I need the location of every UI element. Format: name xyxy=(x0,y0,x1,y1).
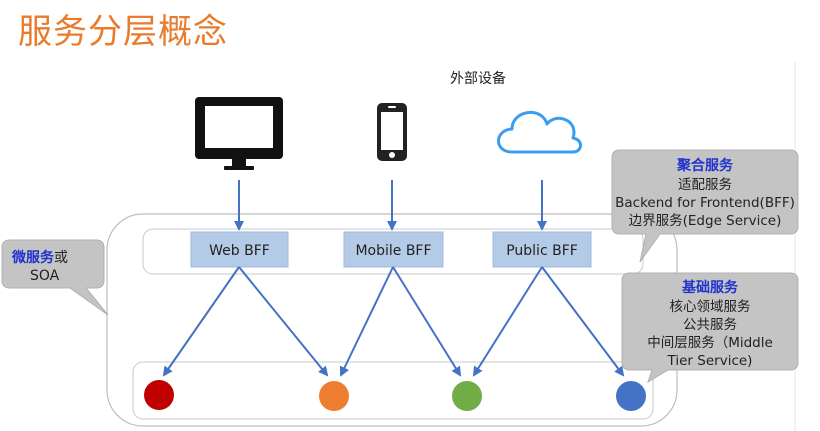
bff-mobile-label: Mobile BFF xyxy=(355,243,431,259)
arrow-web-to-red xyxy=(162,266,240,377)
bff-public: Public BFF xyxy=(492,231,592,268)
bff-web-label: Web BFF xyxy=(209,243,270,259)
callout-aggregation-line3: 边界服务(Edge Service) xyxy=(629,213,782,229)
callout-aggregation-line2: Backend for Frontend(BFF) xyxy=(615,195,795,211)
arrow-public-to-green xyxy=(472,266,543,377)
callout-aggregation-line1: 适配服务 xyxy=(678,177,732,193)
arrow-mobile-to-orange xyxy=(339,266,394,377)
bff-web: Web BFF xyxy=(190,231,289,268)
base-service-blue xyxy=(616,381,646,411)
arrow-public-to-blue xyxy=(541,266,625,377)
base-service-red xyxy=(144,380,174,410)
base-service-orange xyxy=(319,381,349,411)
callout-base-line3: 中间层服务（Middle xyxy=(647,335,773,351)
page-title: 服务分层概念 xyxy=(18,12,228,52)
svg-text:微服务或: 微服务或 xyxy=(11,249,68,266)
callout-microservice: 微服务或 SOA xyxy=(1,239,109,316)
callout-base-line1: 核心领域服务 xyxy=(670,299,751,315)
bff-public-label: Public BFF xyxy=(506,243,578,259)
arrow-web-to-orange xyxy=(238,266,329,377)
phone-icon xyxy=(377,103,407,161)
callout-microservice-bold: 微服务 xyxy=(11,249,55,266)
arrow-mobile-to-green xyxy=(392,266,462,377)
callout-base-line2: 公共服务 xyxy=(683,317,737,333)
callout-base-line4: Tier Service) xyxy=(667,353,753,369)
callout-base: 基础服务 核心领域服务 公共服务 中间层服务（Middle Tier Servi… xyxy=(621,272,799,384)
bff-mobile: Mobile BFF xyxy=(343,231,444,268)
external-devices-label: 外部设备 xyxy=(450,70,506,87)
callout-microservice-normal: 或 xyxy=(54,250,68,266)
callout-aggregation: 聚合服务 适配服务 Backend for Frontend(BFF) 边界服务… xyxy=(611,149,799,263)
base-service-container xyxy=(132,361,654,420)
callout-microservice-line2: SOA xyxy=(30,268,60,284)
callout-aggregation-title: 聚合服务 xyxy=(676,157,734,174)
cloud-icon xyxy=(497,110,582,154)
callout-base-title: 基础服务 xyxy=(682,279,739,296)
monitor-icon xyxy=(195,97,283,170)
base-service-green xyxy=(452,381,482,411)
